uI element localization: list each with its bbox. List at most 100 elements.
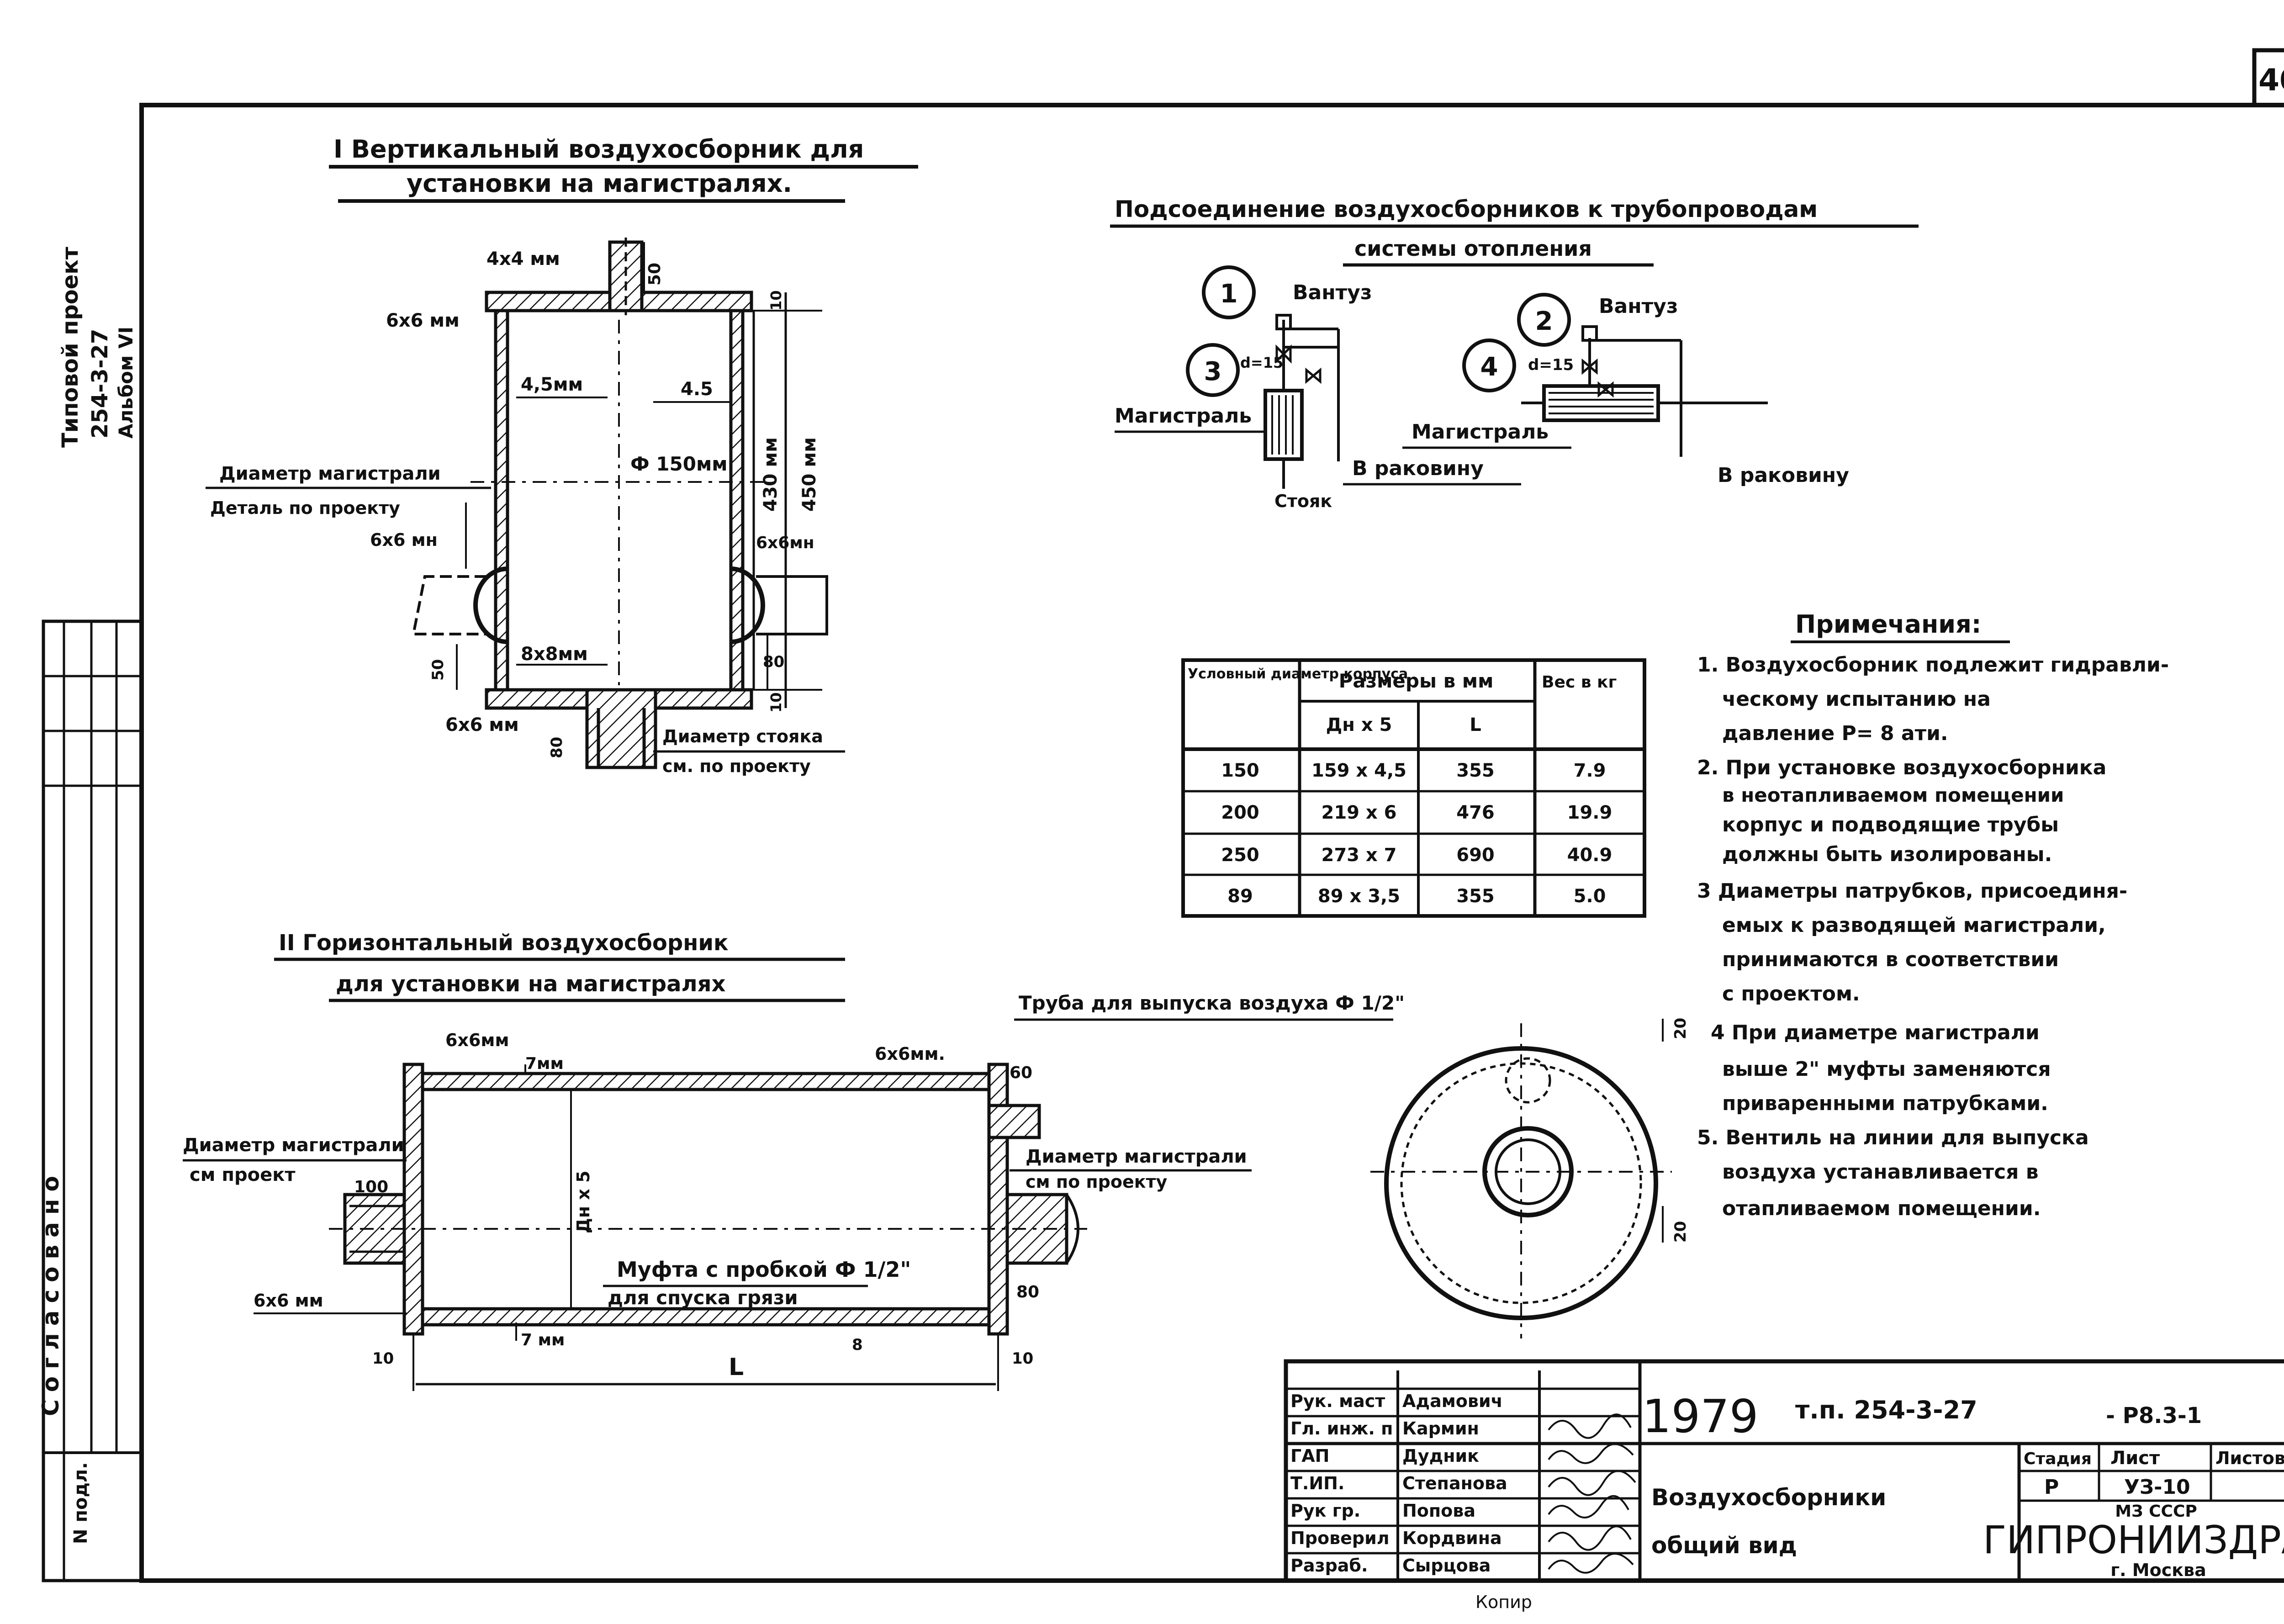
note-line: емых к разводящей магистрали,: [1722, 914, 2106, 937]
note-line: в неотапливаемом помещении: [1722, 784, 2064, 806]
table-header-sizes: Размеры в мм: [1339, 670, 1494, 692]
end-view-air-nozzle: [1505, 1057, 1551, 1104]
side-title-line2: 254-3-27: [87, 329, 113, 439]
role: Рук. маст: [1290, 1391, 1385, 1411]
scheme-num-3: 3: [1204, 357, 1222, 386]
dim-wall-right: 4.5: [681, 379, 713, 400]
riser-label: Стояк: [1274, 491, 1332, 511]
dim-weld-mid-right: 6x6мн: [756, 534, 814, 552]
dim-weld-bl: 6x6 мм: [254, 1291, 323, 1311]
table-sub-l: L: [1470, 714, 1481, 735]
cell-r0-c1: 159 x 4,5: [1311, 760, 1406, 781]
side-title-line3: Альбом VI: [115, 327, 137, 439]
note-line: 5. Вентиль на линии для выпуска: [1697, 1126, 2089, 1149]
year: 1979: [1642, 1390, 1759, 1443]
cell-r2-c3: 40.9: [1567, 845, 1613, 866]
cell-r0-c0: 150: [1221, 760, 1259, 781]
name: Сырцова: [1402, 1555, 1491, 1576]
dim-nozzle-h: 50: [645, 263, 664, 286]
dim-weld-bottom-inner: 8x8мм: [521, 644, 588, 665]
dim-diameter: Ф 150мм: [630, 453, 728, 475]
dim-d80: 80: [1016, 1283, 1039, 1301]
dim-d20-bottom: 20: [1671, 1221, 1690, 1243]
dim-top-weld: 4x4 мм: [486, 249, 560, 270]
section1-title-line1: I Вертикальный воздухосборник для: [333, 135, 864, 164]
cell-r3-c0: 89: [1227, 886, 1253, 907]
note-line: отапливаемом помещении.: [1722, 1197, 2041, 1220]
label-main-left-1: Диаметр магистрали: [183, 1135, 404, 1156]
table-header-diameter: Условный диаметр корпуса: [1188, 666, 1408, 682]
note-line: давление Р= 8 ати.: [1722, 722, 1948, 745]
dim-flange-top: 10: [767, 290, 785, 311]
label-coupling-2: для спуска грязи: [608, 1286, 798, 1309]
dim-100: 100: [354, 1178, 388, 1196]
notes: Примечания: 1. Воздухосборник подлежит г…: [1697, 610, 2169, 1220]
dim-wall-left: 4,5мм: [521, 374, 583, 395]
side-stamp: Согласовано N подл.: [37, 619, 143, 1582]
dim-length: L: [729, 1354, 744, 1381]
scheme-num-4: 4: [1480, 352, 1498, 382]
label-main-right-2: см по проекту: [1026, 1172, 1168, 1192]
dim-60: 60: [1010, 1063, 1032, 1082]
name: Степанова: [1402, 1473, 1507, 1493]
copy-mark: Копир: [1475, 1592, 1532, 1612]
org-name: ГИПРОНИИЗДРАВ: [1983, 1518, 2284, 1562]
dim-nozzle-right: 80: [763, 653, 784, 671]
title-block: Рук. маст Гл. инж. п ГАП Т.ИП. Рук гр. П…: [1284, 1359, 2284, 1612]
section1-title-line2: установки на магистралях.: [407, 169, 792, 198]
label-riser-ref: см. по проекту: [662, 756, 811, 776]
main-1: Магистраль: [1115, 404, 1252, 428]
sheet-number: 40: [2258, 63, 2284, 98]
connection-title-line2: системы отопления: [1354, 236, 1592, 261]
cell-r2-c2: 690: [1456, 845, 1495, 866]
drawing-name-line1: Воздухосборники: [1651, 1484, 1886, 1511]
connection-schemes: Подсоединение воздухосборников к трубопр…: [1110, 196, 1919, 511]
side-title-line1: Типовой проект: [58, 247, 83, 448]
label-main-diam: Диаметр магистрали: [219, 463, 441, 484]
sink-2: В раковину: [1718, 464, 1849, 487]
dim-weld-left: 6x6 мм: [386, 310, 460, 331]
inv-label: N подл.: [70, 1462, 91, 1544]
role: Т.ИП.: [1290, 1473, 1344, 1493]
d15-2: d=15: [1528, 356, 1574, 374]
sheet-code: - Р8.3-1: [2106, 1403, 2202, 1428]
dim-h-total: 450 мм: [799, 437, 820, 512]
name: Кордвина: [1402, 1528, 1502, 1548]
project-code: т.п. 254-3-27: [1795, 1396, 1977, 1424]
h-top-wall: [421, 1072, 991, 1091]
cell-r2-c0: 250: [1221, 845, 1259, 866]
dim-d20-top: 20: [1671, 1018, 1690, 1039]
note-line: 1. Воздухосборник подлежит гидравли-: [1697, 653, 2169, 677]
vantuz-1: Вантуз: [1293, 281, 1372, 304]
cell-r2-c1: 273 x 7: [1322, 845, 1397, 866]
label-coupling-1: Муфта с пробкой Ф 1/2": [617, 1257, 911, 1282]
sheet-label: Лист: [2110, 1448, 2160, 1469]
org-line1: МЗ СССР: [2115, 1502, 2197, 1521]
label-riser-diam: Диаметр стояка: [662, 726, 823, 746]
table-sub-dn: Дн x 5: [1326, 714, 1392, 735]
label-detail: Деталь по проекту: [210, 498, 400, 518]
note-line: 3 Диаметры патрубков, присоединя-: [1697, 879, 2127, 903]
cell-r0-c2: 355: [1456, 760, 1495, 781]
dim-weld-tl: 6x6мм: [445, 1030, 509, 1050]
left-wall: [494, 309, 509, 692]
stage-label: Стадия: [2024, 1449, 2092, 1468]
note-line: должны быть изолированы.: [1722, 843, 2052, 866]
note-line: выше 2" муфты заменяются: [1722, 1058, 2051, 1081]
section2-title-line1: II Горизонтальный воздухосборник: [279, 930, 729, 956]
note-line: принимаются в соответствии: [1722, 948, 2059, 971]
note-line: 4 При диаметре магистрали: [1711, 1021, 2040, 1044]
cell-r3-c1: 89 x 3,5: [1318, 886, 1400, 907]
drawing-name-line2: общий вид: [1651, 1532, 1797, 1559]
dim-dh: Дн x 5: [573, 1170, 593, 1233]
role: Разраб.: [1290, 1555, 1368, 1576]
section-vertical: I Вертикальный воздухосборник для устано…: [206, 135, 918, 776]
note-line: 2. При установке воздухосборника: [1697, 756, 2106, 779]
dim-wall-t: 7мм: [525, 1054, 564, 1073]
note-line: приваренными патрубками.: [1722, 1092, 2048, 1115]
table-header-weight: Вес в кг: [1542, 673, 1617, 692]
role: ГАП: [1290, 1446, 1329, 1466]
h-left-plate: [402, 1063, 424, 1336]
end-view-outer: [1384, 1046, 1658, 1320]
